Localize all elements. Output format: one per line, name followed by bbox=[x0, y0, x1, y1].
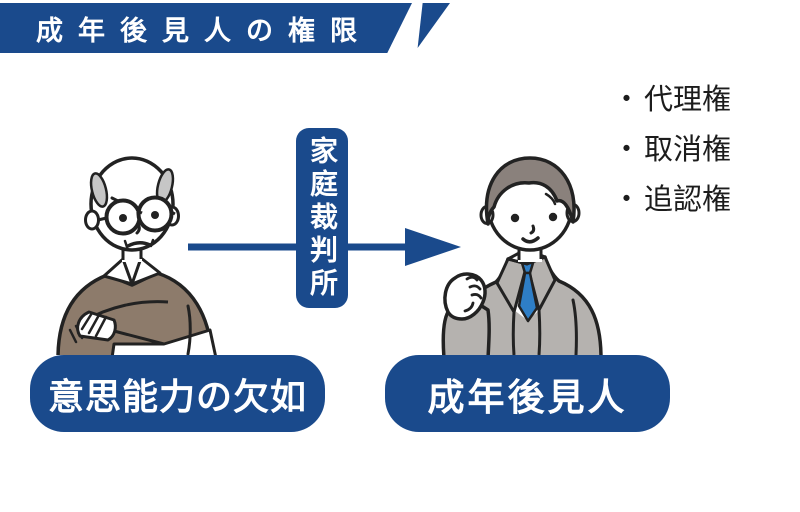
court-box: 家庭裁判所 bbox=[296, 128, 348, 308]
guardian-illustration bbox=[438, 152, 613, 360]
banner-accent-stripe bbox=[417, 3, 450, 48]
rights-item-label: 代理権 bbox=[644, 84, 732, 116]
elderly-person-illustration bbox=[52, 148, 230, 360]
incapacity-label: 意思能力の欠如 bbox=[47, 375, 307, 417]
bullet-icon: ・ bbox=[612, 84, 642, 116]
rights-list: ・ 代理権 ・ 取消権 ・ 追認権 bbox=[612, 72, 731, 222]
label-pill-guardian: 成年後見人 bbox=[385, 355, 670, 432]
guardian-label: 成年後見人 bbox=[427, 376, 628, 418]
man-in-suit-fist-icon bbox=[441, 156, 603, 360]
rights-item: ・ 代理権 bbox=[612, 72, 731, 122]
rights-item-label: 取消権 bbox=[644, 134, 732, 166]
bullet-icon: ・ bbox=[612, 134, 642, 166]
elderly-man-arms-crossed-icon bbox=[56, 156, 218, 360]
rights-item: ・ 取消権 bbox=[612, 122, 731, 172]
title-banner: 成年後見人の権限 bbox=[0, 3, 412, 53]
bullet-icon: ・ bbox=[612, 184, 642, 216]
label-pill-incapacity: 意思能力の欠如 bbox=[30, 355, 325, 432]
rights-item-label: 追認権 bbox=[644, 184, 732, 216]
court-box-label: 家庭裁判所 bbox=[307, 135, 338, 301]
rights-item: ・ 追認権 bbox=[612, 172, 731, 222]
page-title: 成年後見人の権限 bbox=[36, 15, 372, 46]
